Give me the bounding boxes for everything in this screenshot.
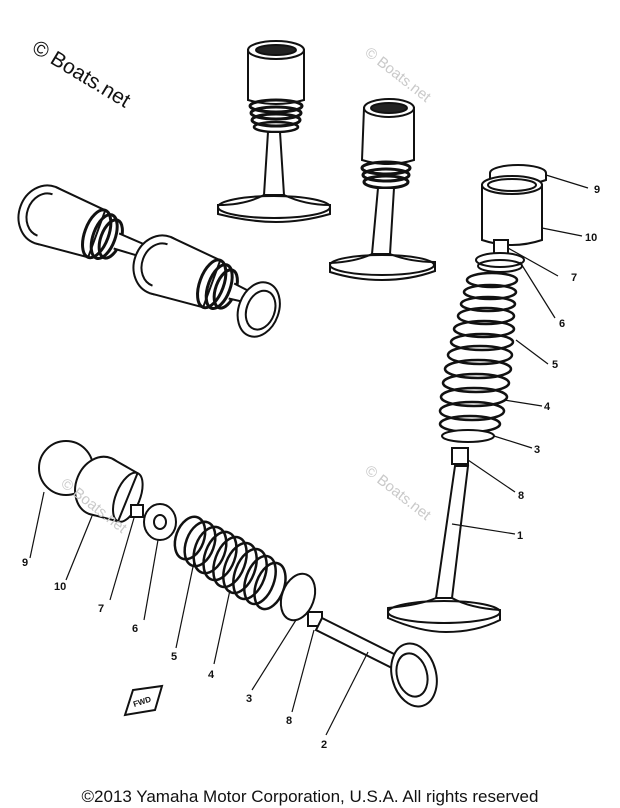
callout-1: 1 (517, 530, 523, 542)
callout-6-right: 6 (559, 318, 565, 330)
callout-10-right: 10 (585, 232, 597, 244)
callout-labels: 9 10 7 6 5 4 3 8 1 9 10 7 6 5 4 3 8 2 (22, 184, 600, 751)
callout-4-bottom: 4 (208, 669, 215, 681)
callout-2: 2 (321, 739, 327, 751)
callout-9-right: 9 (594, 184, 600, 196)
callout-5-right: 5 (552, 359, 558, 371)
copyright-footer: ©2013 Yamaha Motor Corporation, U.S.A. A… (81, 787, 539, 806)
fwd-arrow-icon: FWD (123, 684, 164, 717)
valve-assembly-left-pair (17, 184, 281, 338)
callout-6-bottom: 6 (132, 623, 138, 635)
callout-3-right: 3 (534, 444, 540, 456)
callout-7-bottom: 7 (98, 603, 104, 615)
leader-lines (29, 174, 589, 736)
callout-3-bottom: 3 (246, 693, 252, 705)
valve-assembly-right-exploded (387, 164, 547, 634)
callout-8-bottom: 8 (286, 715, 292, 727)
callout-8-right: 8 (518, 490, 524, 502)
callout-10-bottom: 10 (54, 581, 66, 593)
callout-4-right: 4 (544, 401, 551, 413)
callout-7-right: 7 (571, 272, 577, 284)
callout-9-bottom: 9 (22, 557, 28, 569)
callout-5-bottom: 5 (171, 651, 177, 663)
valve-assembly-bottom-exploded (38, 440, 438, 708)
valve-assembly-top-center (217, 40, 331, 224)
valve-assembly-top-right (329, 98, 436, 282)
